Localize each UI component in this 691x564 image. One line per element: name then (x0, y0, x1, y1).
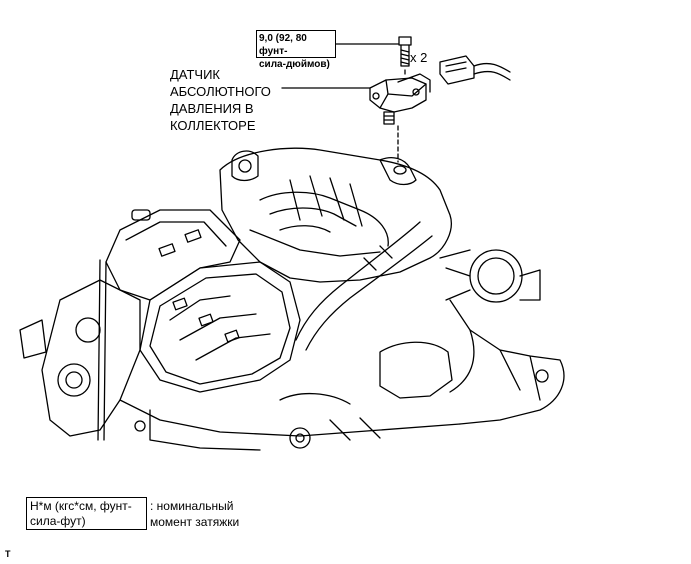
corner-mark: T (5, 549, 11, 559)
sensor-label-line-2: АБСОЛЮТНОГО (170, 84, 271, 99)
mounting-guide-line (397, 69, 406, 163)
torque-spec-line-1: 9,0 (92, 80 фунт- (259, 33, 307, 57)
legend-description: : номинальный момент затяжки (150, 498, 239, 530)
bolt (398, 36, 412, 67)
legend-desc-line-1: : номинальный (150, 499, 234, 513)
sensor-label: ДАТЧИК АБСОЛЮТНОГО ДАВЛЕНИЯ В КОЛЛЕКТОРЕ (170, 66, 271, 134)
bolt-quantity: x 2 (410, 50, 428, 65)
legend-desc-line-2: момент затяжки (150, 515, 240, 529)
engine-block (19, 147, 565, 451)
legend-unit-line-2: сила-фут) (30, 514, 86, 528)
legend-unit-line-1: Н*м (кгс*см, фунт- (30, 499, 132, 513)
torque-spec-line-2: сила-дюймов) (259, 59, 330, 70)
torque-spec-box: 9,0 (92, 80 фунт- сила-дюймов) (256, 30, 336, 70)
map-sensor (369, 73, 431, 125)
sensor-connector (439, 55, 511, 85)
legend-unit-box: Н*м (кгс*см, фунт- сила-фут) (26, 497, 147, 530)
sensor-label-line-1: ДАТЧИК (170, 67, 220, 82)
sensor-label-line-3: ДАВЛЕНИЯ В (170, 101, 254, 116)
sensor-label-line-4: КОЛЛЕКТОРЕ (170, 118, 256, 133)
